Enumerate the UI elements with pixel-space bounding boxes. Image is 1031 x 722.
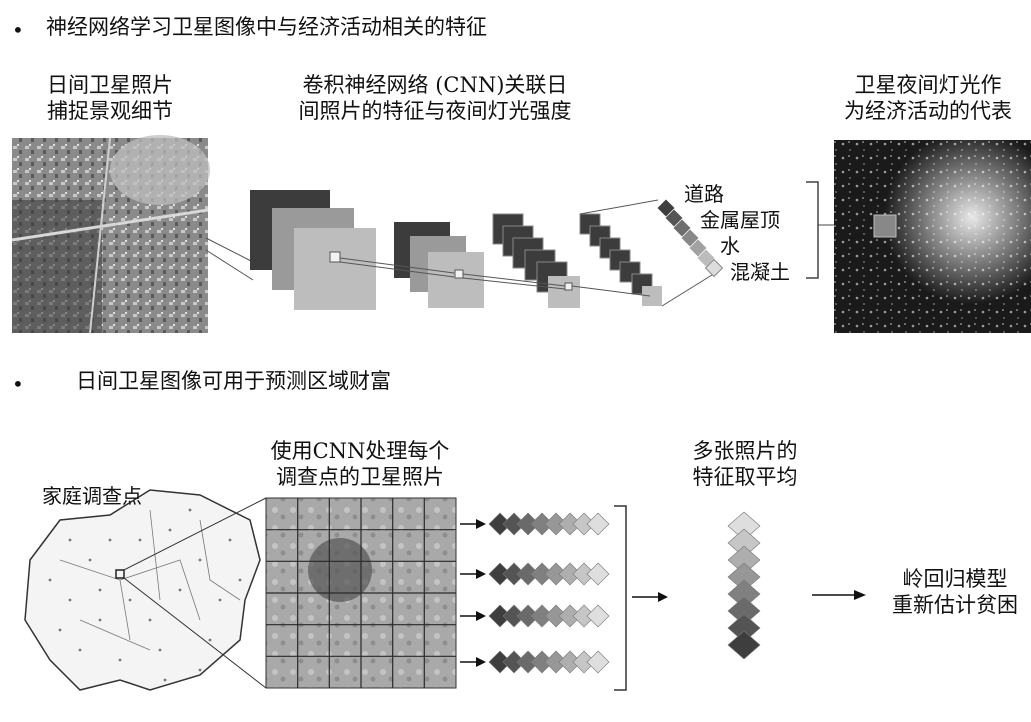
row-arrow-head [476,611,486,621]
map-zoom-line-top [123,497,267,571]
survey-points-label: 家庭调查点 [42,484,142,508]
night-label-line1: 卫星夜间灯光作 [854,73,1002,97]
daytime-label-line2: 捕捉景观细节 [47,99,173,123]
average-line2: 特征取平均 [692,465,798,489]
row-feature-diamond [586,562,610,586]
avg-arrow-head [658,592,668,602]
average-line1: 多张照片的 [692,439,798,463]
row-feature-diamond [586,604,610,628]
cnn-layer-group-2 [394,222,484,308]
row-arrow-head [476,657,486,667]
bullet-2: • [12,372,24,396]
row-feature-diamond [586,650,610,674]
row-arrow-head [476,569,486,579]
feature-road: 道路 [684,182,724,206]
feature-diamonds [657,199,724,278]
cnn-process-line1: 使用CNN处理每个 [270,439,450,463]
cnn-label: 卷积神经网络 (CNN)关联日 间照片的特征与夜间灯光强度 [260,72,610,124]
rows-bracket [614,505,627,691]
bullet-1: • [12,18,24,42]
feature-concrete: 混凝土 [730,260,790,284]
ridge-label: 岭回归模型 重新估计贫困 [880,566,1030,618]
row-arrow-head [476,519,486,529]
averaged-feature-stack [727,511,761,660]
cnn-process-label: 使用CNN处理每个 调查点的卫星照片 [260,438,460,490]
feature-water: 水 [720,234,740,258]
photo-connector-lines [205,237,254,281]
ridge-line2: 重新估计贫困 [892,593,1018,617]
cnn-layer-group-1 [250,190,376,310]
daytime-photo-label: 日间卫星照片 捕捉景观细节 [30,72,190,124]
averaged-feature-diamond [727,630,761,660]
nightlight-label: 卫星夜间灯光作 为经济活动的代表 [828,72,1028,124]
row-feature-diamond [586,512,610,536]
cnn-process-line2: 调查点的卫星照片 [276,465,444,489]
night-label-line2: 为经济活动的代表 [844,99,1012,123]
feature-bracket [806,181,819,279]
map-zoom-line-bottom [123,577,267,689]
feature-metal-roof: 金属屋顶 [700,208,780,232]
average-label: 多张照片的 特征取平均 [670,438,820,490]
ridge-arrow-head [854,590,866,600]
cnn-label-line2: 间照片的特征与夜间灯光强度 [298,99,572,123]
section2-heading: 日间卫星图像可用于预测区域财富 [76,369,391,393]
daytime-label-line1: 日间卫星照片 [47,73,173,97]
survey-map [24,489,261,691]
layer-connector-lines [339,199,721,307]
cnn-layer-group-4 [579,213,662,306]
daytime-satellite-photo [11,135,210,334]
nightlight-satellite-photo [834,140,1031,333]
ridge-line1: 岭回归模型 [902,567,1008,591]
cnn-layer-group-3 [492,213,580,308]
feature-rows [460,512,610,674]
cnn-label-line1: 卷积神经网络 (CNN)关联日 [302,73,568,97]
survey-satellite-grid [265,497,457,689]
section1-heading: 神经网络学习卫星图像中与经济活动相关的特征 [46,15,487,39]
